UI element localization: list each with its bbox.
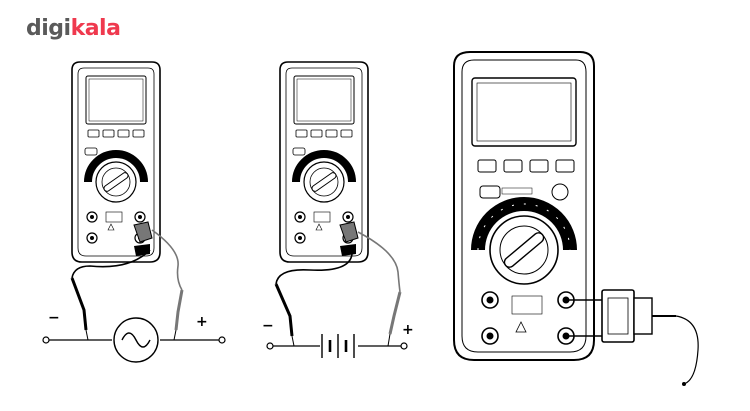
dc-positive-label: + [402,322,414,338]
ac-source-icon [113,317,159,363]
multimeter-dc: − + [262,62,414,358]
ac-positive-label: + [196,314,208,330]
dc-negative-label: − [262,318,274,334]
multimeter-temperature [453,51,699,386]
multimeter-ac: − + [42,62,226,363]
brand-logo-part1: digi [26,16,71,41]
ac-negative-label: − [48,310,60,326]
battery-icon [321,334,355,358]
thermocouple-icon [566,289,699,386]
brand-logo-part2: kala [70,16,121,41]
brand-logo: digikala [26,16,121,41]
